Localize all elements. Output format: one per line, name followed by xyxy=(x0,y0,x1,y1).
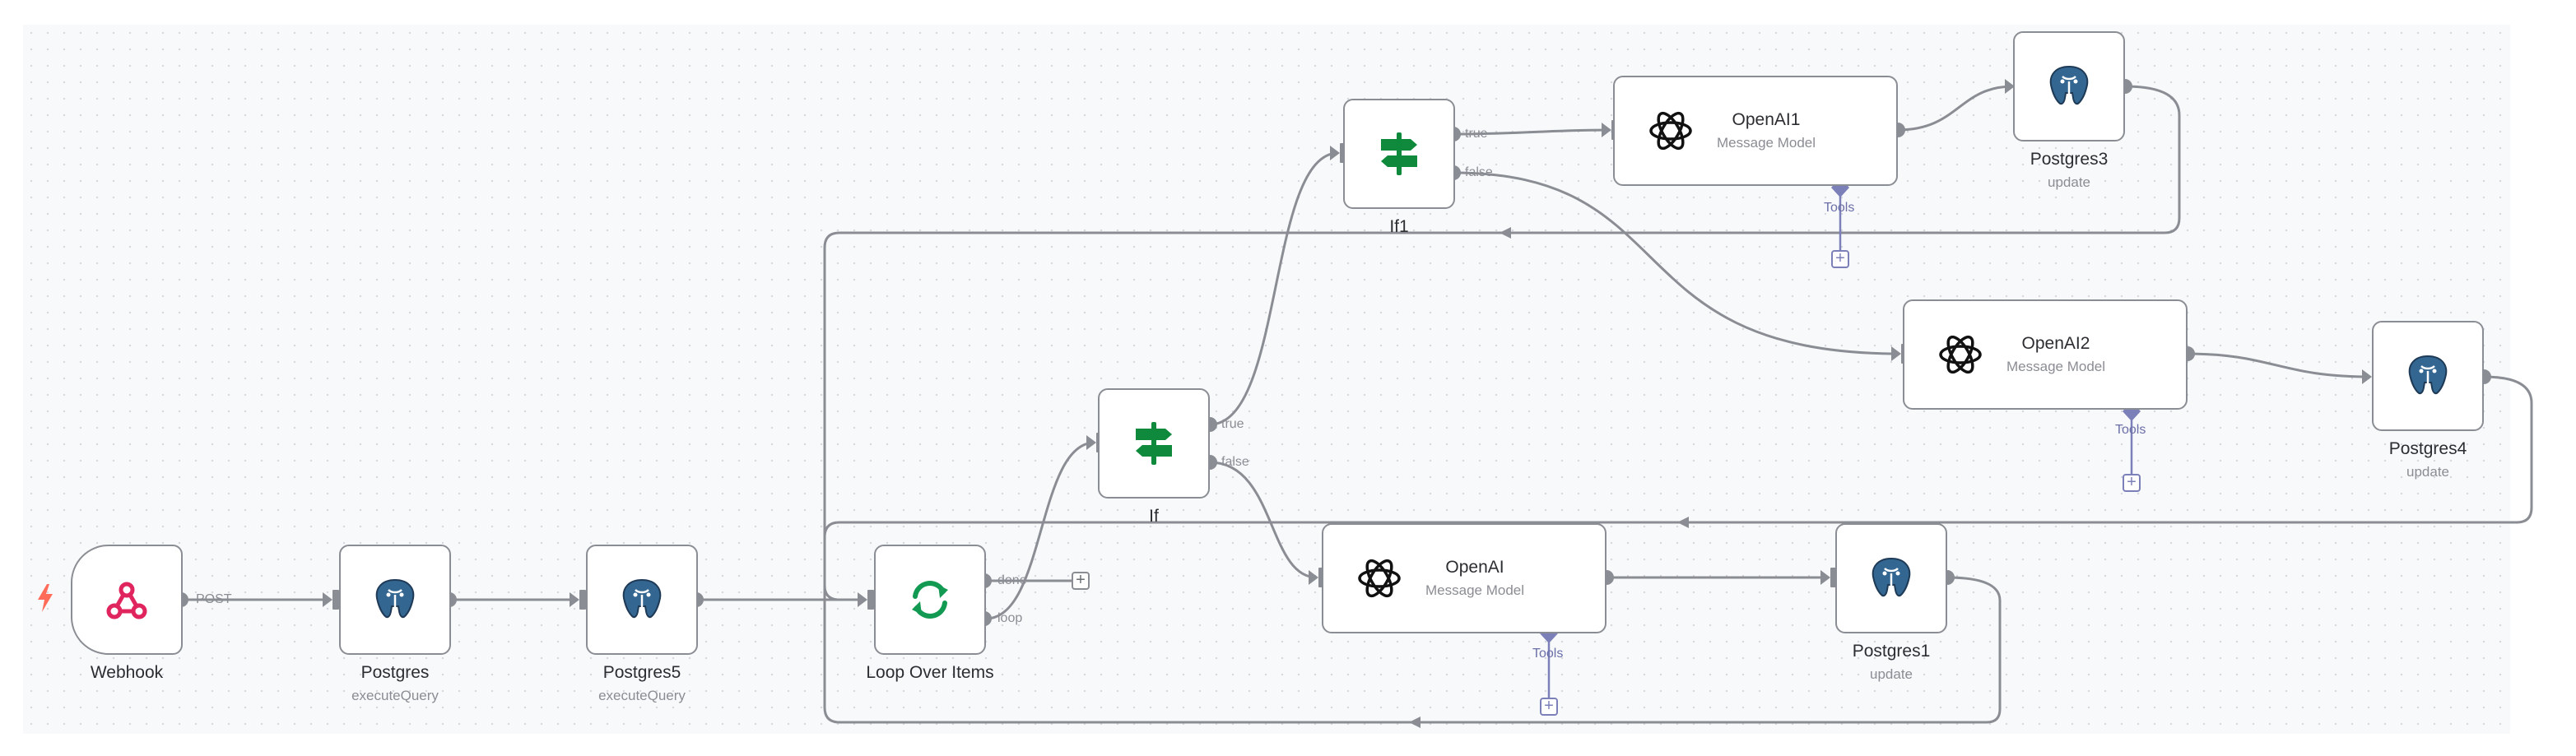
port-label-false: false xyxy=(1221,455,1249,469)
node-text: OpenAI1 Message Model xyxy=(1717,110,1816,151)
node-title: Loop Over Items xyxy=(866,663,994,682)
node-openai2[interactable]: OpenAI2 Message Model xyxy=(1903,299,2188,410)
node-if[interactable] xyxy=(1098,388,1210,499)
node-loop-over-items[interactable] xyxy=(874,545,986,655)
node-if1[interactable] xyxy=(1343,99,1455,209)
node-subtitle: Message Model xyxy=(1425,582,1525,598)
node-postgres5[interactable] xyxy=(586,545,698,655)
webhook-icon xyxy=(102,575,151,624)
port-label-loop: loop xyxy=(997,611,1023,625)
loop-label: Loop Over Items xyxy=(823,663,1037,683)
port-label-false: false xyxy=(1465,165,1493,179)
port-label-post: POST xyxy=(196,592,232,606)
node-title: OpenAI1 xyxy=(1732,110,1801,129)
node-postgres1[interactable] xyxy=(1835,523,1947,633)
openai-icon xyxy=(1355,554,1404,603)
postgres-label: Postgres executeQuery xyxy=(313,663,477,704)
node-title: If xyxy=(1149,507,1159,526)
node-title: Postgres3 xyxy=(2030,150,2109,169)
node-text: OpenAI2 Message Model xyxy=(2006,334,2105,375)
tools-label: Tools xyxy=(1532,647,1564,661)
signpost-icon xyxy=(1374,129,1424,179)
node-subtitle: Message Model xyxy=(2006,359,2106,374)
postgres-elephant-icon xyxy=(617,575,667,624)
webhook-label: Webhook xyxy=(44,663,209,683)
tools-label: Tools xyxy=(1824,201,1855,215)
signpost-icon xyxy=(1129,419,1179,468)
tools-label: Tools xyxy=(2115,423,2146,437)
node-subtitle: executeQuery xyxy=(598,688,686,703)
postgres4-label: Postgres4 update xyxy=(2346,439,2510,480)
node-postgres4[interactable] xyxy=(2372,321,2484,431)
add-tool-button[interactable]: + xyxy=(1831,250,1849,268)
node-title: Postgres1 xyxy=(1852,642,1931,661)
node-subtitle: executeQuery xyxy=(351,688,439,703)
node-postgres[interactable] xyxy=(339,545,451,655)
openai-icon xyxy=(1936,330,1985,379)
port-label-true: true xyxy=(1221,417,1244,431)
node-postgres3[interactable] xyxy=(2013,31,2125,141)
add-node-button[interactable]: + xyxy=(1072,572,1090,590)
trigger-bolt-icon xyxy=(38,584,53,612)
node-title: OpenAI xyxy=(1445,558,1504,577)
node-title: Webhook xyxy=(90,663,164,682)
postgres-elephant-icon xyxy=(2403,351,2453,401)
if1-label: If1 xyxy=(1317,217,1481,237)
postgres-elephant-icon xyxy=(1867,554,1916,603)
node-subtitle: update xyxy=(2048,174,2090,190)
postgres5-label: Postgres5 executeQuery xyxy=(560,663,724,704)
port-label-true: true xyxy=(1465,127,1488,141)
if-label: If xyxy=(1072,507,1236,526)
node-title: OpenAI2 xyxy=(2021,334,2090,353)
postgres1-label: Postgres1 update xyxy=(1809,642,1974,683)
node-title: Postgres4 xyxy=(2388,439,2467,458)
node-subtitle: update xyxy=(2406,464,2449,480)
add-tool-button[interactable]: + xyxy=(1540,698,1558,716)
add-tool-button[interactable]: + xyxy=(2123,474,2141,492)
node-title: Postgres5 xyxy=(602,663,681,682)
port-label-done: done xyxy=(997,573,1027,587)
openai-icon xyxy=(1646,106,1695,155)
node-title: Postgres xyxy=(360,663,430,682)
postgres-elephant-icon xyxy=(370,575,420,624)
node-webhook[interactable] xyxy=(71,545,183,655)
node-openai1[interactable]: OpenAI1 Message Model xyxy=(1613,76,1898,186)
postgres3-label: Postgres3 update xyxy=(1987,150,2151,191)
loop-arrows-icon xyxy=(905,575,955,624)
node-openai[interactable]: OpenAI Message Model xyxy=(1322,523,1607,633)
postgres-elephant-icon xyxy=(2044,62,2094,111)
node-title: If1 xyxy=(1389,217,1409,236)
node-subtitle: update xyxy=(1870,666,1913,682)
node-text: OpenAI Message Model xyxy=(1425,558,1524,599)
node-subtitle: Message Model xyxy=(1717,135,1816,151)
